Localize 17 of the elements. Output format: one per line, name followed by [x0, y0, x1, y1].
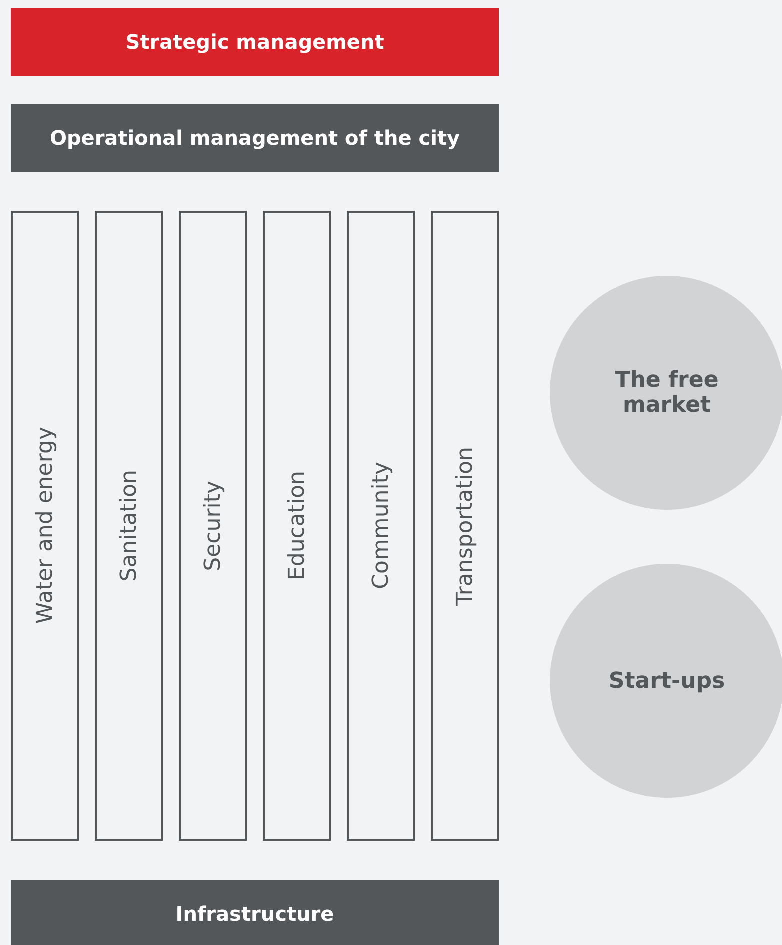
footer-bar: Infrastructure: [11, 880, 499, 945]
column-box: [95, 211, 163, 841]
heading-bar: Strategic management: [11, 8, 499, 76]
circle-label: Start-ups: [608, 668, 726, 694]
circle-label: The free market: [614, 368, 720, 418]
column-box: [11, 211, 79, 841]
column-label: Community: [368, 462, 394, 590]
column-box: [263, 211, 331, 841]
column-label: Sanitation: [116, 470, 142, 582]
column-box: [431, 211, 499, 841]
column-label: Transportation: [452, 446, 478, 606]
column-label: Security: [200, 480, 226, 572]
column-box: [179, 211, 247, 841]
column-box: [347, 211, 415, 841]
column-label: Education: [284, 471, 310, 581]
column-label: Water and energy: [32, 427, 58, 625]
heading-bar: Operational management of the city: [11, 104, 499, 172]
